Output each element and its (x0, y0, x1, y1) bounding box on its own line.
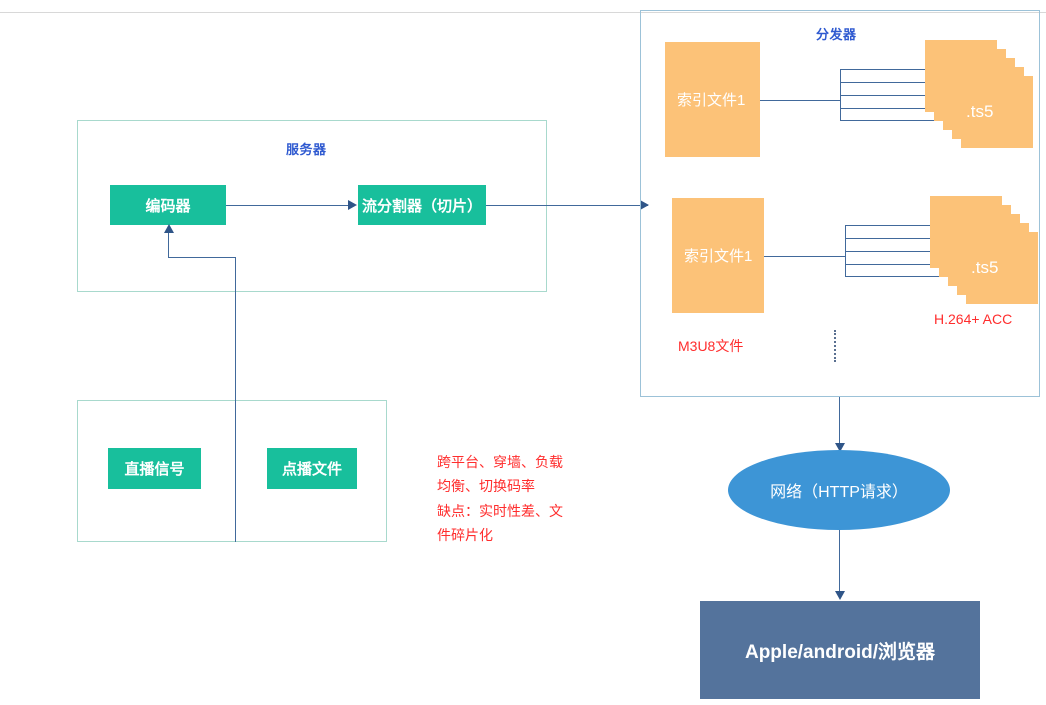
sources-feedback-vertical (235, 257, 236, 542)
distributor-group-title: 分发器 (816, 27, 857, 42)
index2-segment-line-5 (845, 276, 982, 277)
splitter-to-distributor-arrow (640, 200, 649, 210)
server-group-title: 服务器 (286, 142, 327, 157)
sources-feedback-riser (168, 232, 169, 258)
more-rows-ellipsis (834, 330, 836, 362)
m3u8-note: M3U8文件 (678, 338, 744, 354)
encoder-to-splitter-arrow (348, 200, 357, 210)
index1-trunk-line (760, 100, 840, 101)
ts-stack-label-1: .ts5 (966, 102, 994, 121)
ts-sheet-5 (966, 232, 1038, 304)
ts-stack-2 (930, 196, 1040, 304)
distributor-group-frame (640, 10, 1040, 397)
advantages-note: 跨平台、穿墙、负载 均衡、切换码率 (437, 454, 563, 494)
vod-file-node[interactable]: 点播文件 (267, 448, 357, 489)
index1-segment-line-2 (840, 82, 953, 83)
index2-segment-line-4 (845, 264, 974, 265)
index2-trunk-line (764, 256, 845, 257)
index2-fanout-bar (845, 225, 846, 276)
index2-segment-line-3 (845, 251, 966, 252)
network-to-clients-arrow (835, 591, 845, 600)
drawbacks-note: 缺点：实时性差、文 件碎片化 (437, 503, 563, 543)
index1-segment-line-3 (840, 95, 961, 96)
index2-segment-line-1 (845, 225, 950, 226)
clients-node[interactable]: Apple/android/浏览器 (700, 601, 980, 699)
index-file-node-2[interactable]: 索引文件1 (672, 198, 764, 313)
distributor-to-network-line (839, 397, 840, 447)
codec-note: H.264+ ACC (934, 311, 1013, 327)
ts-stack-label-2: .ts5 (971, 258, 999, 277)
index1-segment-line-4 (840, 108, 969, 109)
splitter-to-distributor-line (486, 205, 648, 206)
sources-feedback-horizontal (168, 257, 236, 258)
top-divider (0, 12, 1046, 13)
network-to-clients-line (839, 530, 840, 595)
stream-splitter-node[interactable]: 流分割器（切片） (358, 185, 486, 225)
distributor-to-network-arrow (835, 443, 845, 452)
encoder-node[interactable]: 编码器 (110, 185, 226, 225)
live-signal-node[interactable]: 直播信号 (108, 448, 201, 489)
ts-stack-1 (925, 40, 1035, 148)
server-group-frame (77, 120, 547, 292)
index-file-node-1[interactable]: 索引文件1 (665, 42, 760, 157)
index1-segment-line-1 (840, 69, 945, 70)
sources-group-frame (77, 400, 387, 542)
sources-to-encoder-arrow (164, 224, 174, 233)
encoder-to-splitter-line (226, 205, 349, 206)
ts-sheet-5 (961, 76, 1033, 148)
network-node[interactable]: 网络（HTTP请求） (728, 450, 950, 530)
index1-segment-line-5 (840, 120, 977, 121)
index2-segment-line-2 (845, 238, 958, 239)
index1-fanout-bar (840, 69, 841, 120)
